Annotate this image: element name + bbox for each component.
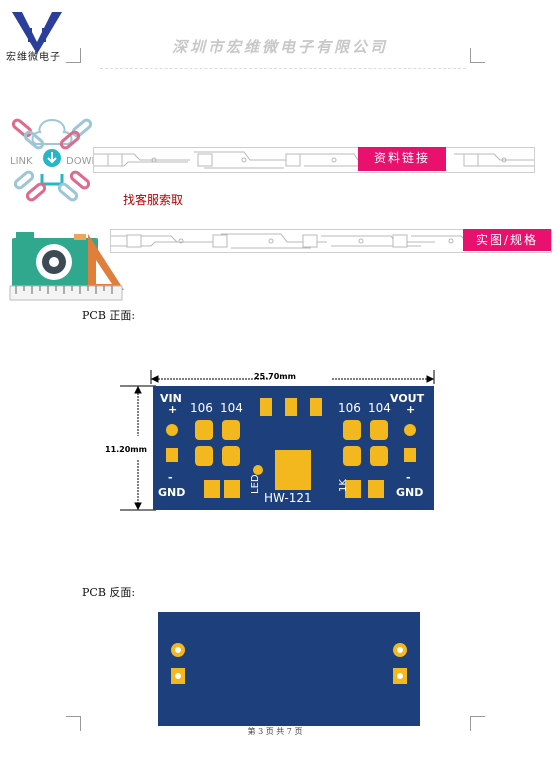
corner-mark-top-left [66, 48, 81, 63]
pin-label-gnd-right: GND [396, 486, 423, 499]
led-label: LED [250, 474, 261, 494]
down-word: DOWN [66, 156, 96, 167]
board-model-label: HW-121 [264, 491, 312, 505]
corner-mark-top-right [470, 48, 485, 63]
company-name: 深圳市宏维微电子有限公司 [171, 38, 388, 56]
link-download-icon: LINK DOWN [10, 118, 96, 202]
pin-label-plus-left: + [168, 403, 177, 416]
resistor-1k-label: 1K [338, 479, 349, 492]
pcb-back-title: PCB 反面: [82, 586, 136, 599]
camera-ruler-icon [9, 232, 124, 301]
height-dimension: 11.20mm [105, 445, 147, 454]
pcb-front-drawing: 25.70mm 11.20mm VIN + VOUT + - - GND GND… [105, 370, 435, 511]
pin-label-gnd-left: GND [158, 486, 185, 499]
pin-label-vin: VIN [160, 392, 182, 405]
pin-label-plus-right: + [406, 403, 415, 416]
header-divider [100, 68, 466, 69]
contact-service-text: 找客服索取 [123, 193, 184, 207]
pin-label-minus-right: - [406, 471, 411, 484]
cap-label-104-right: 104 [368, 401, 391, 415]
cap-label-106-right: 106 [338, 401, 361, 415]
pcb-back-drawing [158, 612, 420, 726]
corner-mark-bottom-left [66, 716, 81, 731]
company-logo [12, 12, 62, 54]
link-word: LINK [10, 156, 33, 167]
cap-label-104-left: 104 [220, 401, 243, 415]
pin-label-vout: VOUT [390, 392, 425, 405]
logo-text: 宏维微电子 [6, 52, 61, 63]
cap-label-106-left: 106 [190, 401, 213, 415]
width-dimension: 25.70mm [254, 372, 296, 381]
datasheet-link-button[interactable]: 资料链接 [358, 147, 446, 171]
photos-specs-button[interactable]: 实图/规格 [463, 229, 551, 251]
corner-mark-bottom-right [470, 716, 485, 731]
page-number: 第 3 页 共 7 页 [247, 727, 303, 736]
circuit-banner-1 [93, 147, 535, 173]
pcb-front-title: PCB 正面: [82, 309, 136, 322]
pin-label-minus-left: - [168, 471, 173, 484]
